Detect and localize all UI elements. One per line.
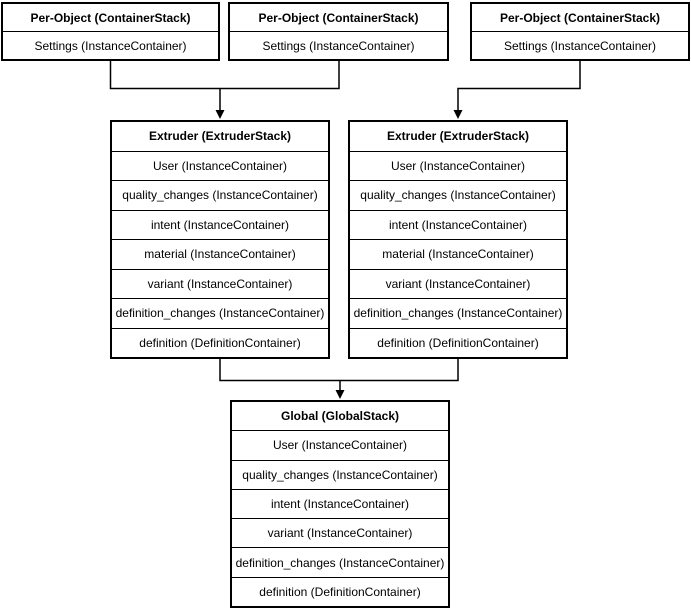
node-row: Settings (InstanceContainer)	[3, 31, 218, 59]
node-row: definition (DefinitionContainer)	[232, 576, 448, 606]
node-row: User (InstanceContainer)	[232, 430, 448, 459]
node-extruder-2: Extruder (ExtruderStack) User (InstanceC…	[348, 120, 568, 359]
node-title: Extruder (ExtruderStack)	[386, 129, 530, 144]
node-row: variant (InstanceContainer)	[350, 268, 566, 299]
node-row: definition_changes (InstanceContainer)	[350, 298, 566, 328]
arrowhead-extruder2	[453, 110, 463, 119]
node-title: Per-Object (ContainerStack)	[499, 10, 661, 25]
node-row: intent (InstanceContainer)	[232, 488, 448, 518]
node-per-object-2: Per-Object (ContainerStack) Settings (In…	[228, 2, 449, 61]
edge-perobject1-perobject2-to-extruder1	[109, 61, 340, 111]
node-row: definition_changes (InstanceContainer)	[112, 298, 328, 328]
node-global: Global (GlobalStack) User (InstanceConta…	[230, 400, 450, 608]
node-row: definition (DefinitionContainer)	[112, 327, 328, 358]
edge-extruders-to-global	[219, 359, 459, 391]
node-title: Per-Object (ContainerStack)	[258, 10, 419, 25]
node-row: material (InstanceContainer)	[112, 239, 328, 269]
node-row: quality_changes (InstanceContainer)	[112, 180, 328, 210]
node-row: variant (InstanceContainer)	[232, 518, 448, 547]
node-row: definition (DefinitionContainer)	[350, 327, 566, 358]
node-row: quality_changes (InstanceContainer)	[232, 459, 448, 489]
node-per-object-1: Per-Object (ContainerStack) Settings (In…	[1, 2, 220, 61]
edge-perobject3-to-extruder2	[457, 61, 581, 111]
arrowhead-global	[335, 390, 345, 399]
node-row: material (InstanceContainer)	[350, 239, 566, 269]
node-row: definition_changes (InstanceContainer)	[232, 547, 448, 576]
node-row: variant (InstanceContainer)	[112, 268, 328, 299]
node-extruder-1: Extruder (ExtruderStack) User (InstanceC…	[110, 120, 330, 359]
node-title: Global (GlobalStack)	[280, 409, 400, 424]
node-row: quality_changes (InstanceContainer)	[350, 180, 566, 210]
node-row: Settings (InstanceContainer)	[230, 31, 447, 59]
node-row: User (InstanceContainer)	[112, 150, 328, 181]
node-row: intent (InstanceContainer)	[112, 209, 328, 240]
node-row: User (InstanceContainer)	[350, 150, 566, 181]
node-per-object-3: Per-Object (ContainerStack) Settings (In…	[470, 2, 690, 61]
node-row: Settings (InstanceContainer)	[472, 31, 688, 59]
node-row: intent (InstanceContainer)	[350, 209, 566, 240]
arrowhead-extruder1	[215, 110, 225, 119]
node-title: Per-Object (ContainerStack)	[30, 10, 191, 25]
node-title: Extruder (ExtruderStack)	[148, 129, 292, 144]
